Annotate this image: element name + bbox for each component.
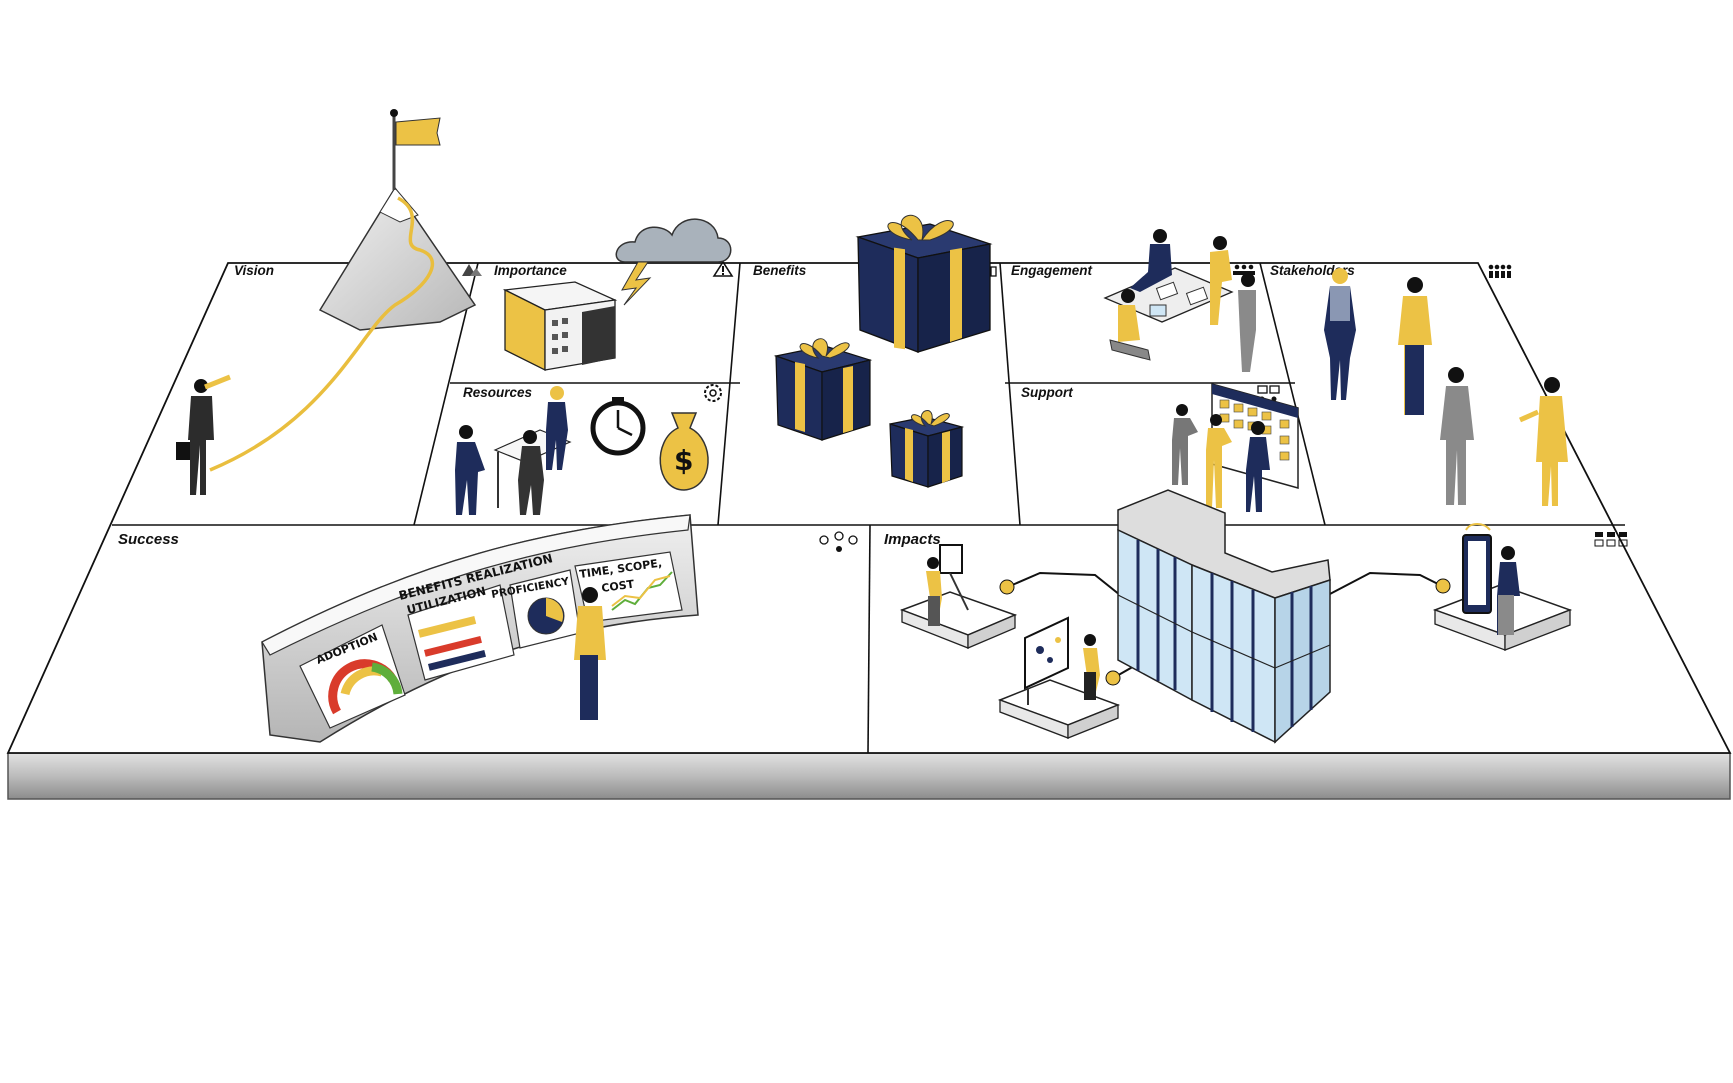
dollar-sign: $	[674, 444, 693, 477]
cell-label-resources: Resources	[463, 385, 533, 400]
people-icon	[1489, 265, 1512, 278]
cell-label-success: Success	[118, 531, 179, 548]
cell-label-impacts: Impacts	[884, 531, 941, 548]
cell-label-benefits: Benefits	[753, 263, 807, 278]
gift-large	[858, 215, 990, 352]
board-slab	[8, 753, 1730, 799]
building-illustration	[505, 282, 615, 370]
cell-label-importance: Importance	[494, 263, 567, 278]
cell-label-vision: Vision	[234, 263, 274, 278]
cell-label-engagement: Engagement	[1011, 263, 1093, 278]
cell-label-support: Support	[1021, 385, 1073, 400]
flag-icon	[390, 109, 440, 190]
